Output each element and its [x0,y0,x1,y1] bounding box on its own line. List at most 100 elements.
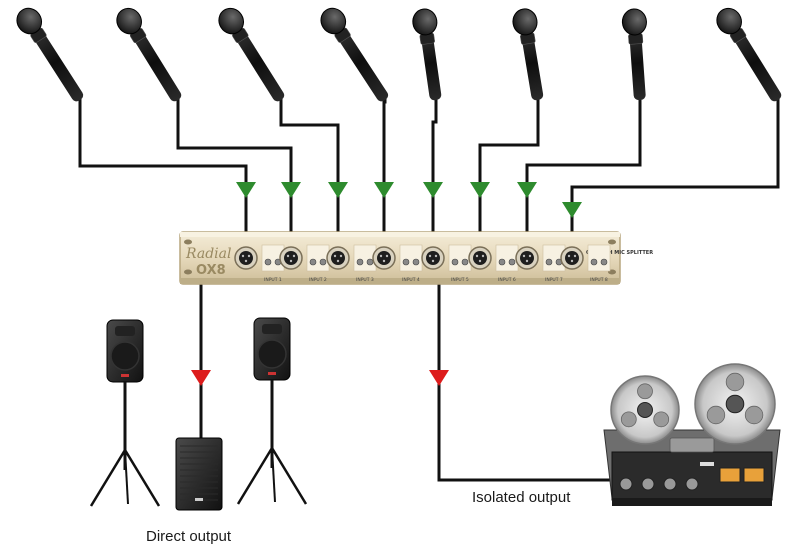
xlr-pin [475,254,479,258]
recorder-knob [663,477,677,491]
tape-reel [610,375,680,445]
reel-hub [725,394,745,414]
xlr-pin [528,254,532,258]
xlr-pin [428,254,432,258]
tripod-leg [123,449,161,507]
channel-switch [508,258,516,266]
reel-cutout [637,383,653,400]
channel-panel [306,244,330,272]
xlr-pin [478,259,482,263]
subwoofer-cabinet [175,437,223,511]
microphone-icon [218,7,285,102]
input-arrow-5 [423,182,443,198]
xlr-pin [292,254,296,258]
input-arrow-3 [328,182,348,198]
input-cable-4 [382,98,387,232]
input-arrow-2 [281,182,301,198]
speaker-horn [262,324,282,334]
pa-speaker-left [89,319,161,507]
channel-label: INPUT 3 [356,277,374,283]
reel-cutout [706,405,726,425]
channel-label: INPUT 7 [545,277,563,283]
tape-recorder [603,363,781,506]
channel-switch [451,258,459,266]
microphone-icon [621,8,647,101]
xlr-pin [431,259,435,263]
channel-switch [498,258,506,266]
rack-mount-hole [184,269,192,275]
microphone-icon [412,8,442,101]
xlr-jack-socket [239,251,253,265]
microphone-grille [320,7,347,35]
microphone-body [512,8,544,101]
xlr-pin [336,259,340,263]
microphone-body [16,7,84,102]
microphone-grille [218,7,244,35]
microphone-icon [320,7,389,102]
reel-cutout [620,411,637,428]
microphone-handle [128,23,182,102]
microphone-icon [716,7,782,102]
xlr-pin [434,254,438,258]
channel-panel [448,244,472,272]
subwoofer-badge [195,498,203,501]
speakers-layer [89,317,308,511]
subwoofer-icon [175,437,223,511]
xlr-pin [525,259,529,263]
xlr-pin [333,254,337,258]
rack-mount-hole [184,239,192,245]
microphone-body [716,7,782,102]
microphone-grille [716,7,742,35]
channel-label: INPUT 6 [498,277,516,283]
channel-switch [309,258,317,266]
channel-switch [461,258,469,266]
tripod-leg [124,449,129,505]
microphones-layer [16,7,782,102]
channel-label: INPUT 1 [264,277,282,283]
input-arrow-8 [562,202,582,218]
channel-switch [590,258,598,266]
channel-switch [545,258,553,266]
xlr-pin [241,254,245,258]
tripod-leg [270,447,308,505]
speaker-woofer [257,339,287,369]
rack-model-label: OX8 8-CH MIC SPLITTER [586,250,653,256]
vu-meter [743,467,765,483]
cables-layer [78,96,780,482]
channel-label: INPUT 5 [451,277,469,283]
microphone-grille [16,7,43,35]
channel-panel [587,244,611,272]
speaker-badge [268,372,276,375]
speaker-horn [115,326,135,336]
rack-top-edge [180,232,620,237]
channel-switch [366,258,374,266]
xlr-pin [570,259,574,263]
isolated-output-arrow [429,370,449,386]
isolated-output-caption: Isolated output [472,489,571,506]
channel-switch [264,258,272,266]
microphone-icon [512,8,544,101]
tripod-leg [236,447,274,505]
microphone-grille [412,8,438,36]
recorder-knob [685,477,699,491]
channel-switch [600,258,608,266]
microphone-body [320,7,389,102]
xlr-jack-socket [565,251,579,265]
microphone-body [412,8,442,101]
microphone-grille [621,8,647,36]
xlr-pin [382,259,386,263]
direct-output-caption: Direct output [146,528,232,545]
channel-panel [399,244,423,272]
tape-reel [694,363,776,445]
xlr-pin [244,259,248,263]
microphone-icon [16,7,84,102]
tripod-leg [271,447,276,503]
channel-label: INPUT 2 [309,277,327,283]
input-cable-1 [78,98,248,232]
direct-output-arrow [191,370,211,386]
channel-panel [495,244,519,272]
reel-cutout [653,411,670,428]
rack-logo-brand: Radial [185,246,231,262]
